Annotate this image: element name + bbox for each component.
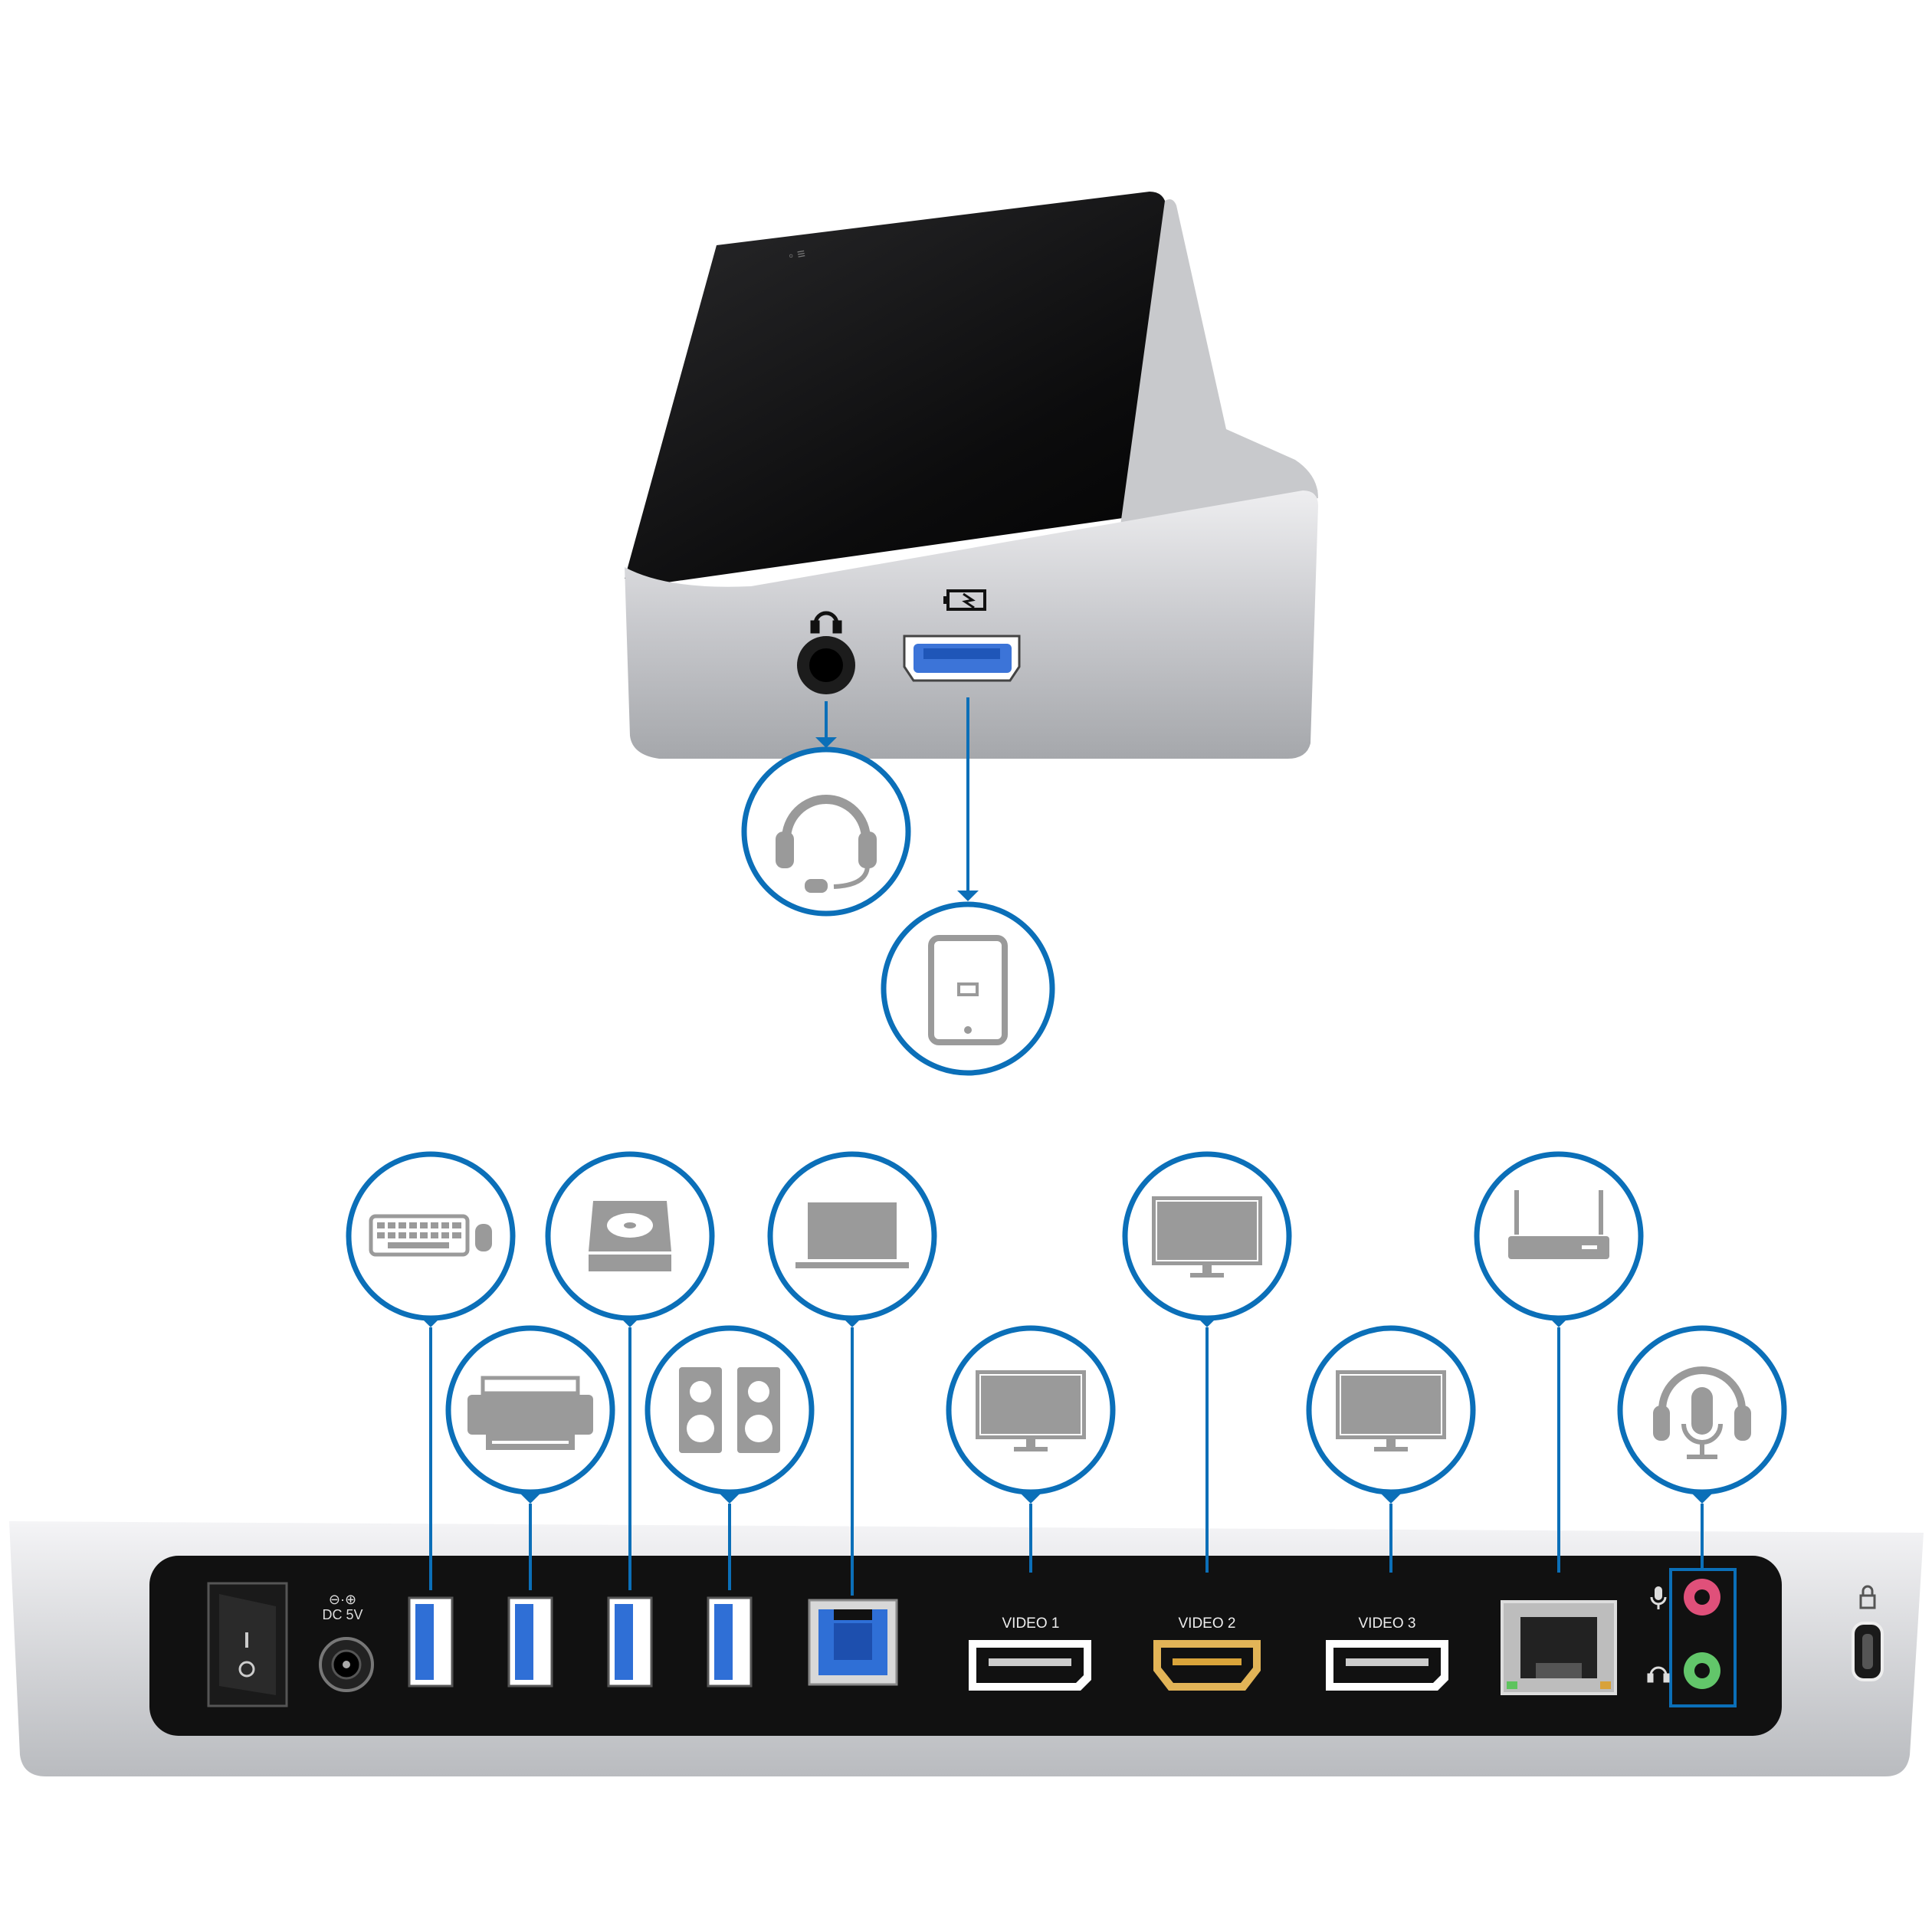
video-3-label: VIDEO 3 (1359, 1615, 1416, 1632)
lock-icon (1859, 1585, 1876, 1609)
monitor-icon (976, 1370, 1086, 1451)
front-dock: ◦ ≡ (625, 192, 1318, 1076)
displayport-3 (1326, 1640, 1448, 1691)
speakers-icon (679, 1367, 780, 1453)
tablet-icon (928, 935, 1008, 1045)
monitor-icon (1336, 1370, 1446, 1451)
headset-icon (776, 795, 877, 893)
callout-laptop (767, 1151, 937, 1327)
callout-monitor-video-3 (1306, 1325, 1476, 1504)
usb-a-port-1 (408, 1596, 454, 1688)
callout-headset (741, 701, 911, 917)
security-lock-slot (1852, 1585, 1884, 1681)
callout-hard-drive (545, 1151, 715, 1327)
dc-label: DC 5V (322, 1607, 362, 1622)
laptop-icon (795, 1202, 909, 1268)
video-1-label: VIDEO 1 (1002, 1615, 1060, 1632)
callout-headset-microphone (1617, 1325, 1787, 1504)
usb-b-host-port (808, 1599, 898, 1686)
mic-port-glyph (1650, 1586, 1667, 1609)
usb-a-port-2 (507, 1596, 553, 1688)
video-2-label: VIDEO 2 (1179, 1615, 1236, 1632)
front-usb-charge-port (903, 635, 1021, 682)
rear-dock: ⊖·⊕ DC 5V (9, 1151, 1924, 1776)
callout-keyboard-mouse (346, 1151, 516, 1327)
charge-port-glyph (943, 589, 986, 611)
callout-speakers (645, 1325, 815, 1504)
rear-callouts (429, 1327, 1704, 1596)
dc-glyph: ⊖·⊕ (329, 1592, 356, 1607)
dock-logo: ◦ ≡ (787, 245, 806, 263)
usb-a-ports (408, 1596, 753, 1688)
monitor-icon (1152, 1196, 1262, 1278)
displayport-1 (969, 1640, 1091, 1691)
dock-front-face (625, 490, 1318, 759)
hard-drive-icon (589, 1201, 671, 1271)
headset-microphone-icon (1653, 1366, 1751, 1459)
headphone-port-glyph (810, 611, 842, 634)
front-audio-jack (797, 636, 855, 694)
usb-a-port-3 (607, 1596, 653, 1688)
dock-right-shoulder (1119, 199, 1318, 536)
usb-a-port-4 (707, 1596, 753, 1688)
ethernet-port (1501, 1600, 1617, 1695)
callout-monitor-video-1 (946, 1325, 1116, 1504)
rear-port-panel (149, 1556, 1782, 1736)
hdmi-port (1153, 1640, 1261, 1691)
printer-icon (467, 1376, 593, 1450)
power-switch (207, 1582, 288, 1707)
router-icon (1508, 1190, 1609, 1259)
callout-monitor-video-2 (1122, 1151, 1292, 1327)
keyboard-mouse-icon (369, 1214, 492, 1257)
dc-power-jack: ⊖·⊕ DC 5V (319, 1592, 374, 1692)
callout-tablet (881, 697, 1055, 1076)
callout-printer (445, 1325, 615, 1504)
headphone-port-glyph-rear (1647, 1666, 1670, 1683)
callout-router (1474, 1151, 1644, 1327)
